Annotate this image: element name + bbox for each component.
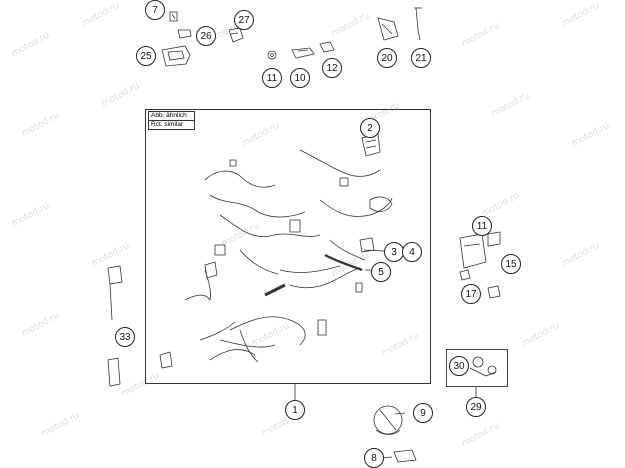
- callout-8[interactable]: 8: [364, 448, 384, 468]
- callout-30[interactable]: 30: [449, 356, 469, 376]
- part-15-bracket: [459, 233, 487, 269]
- wiring-harness-frame: [145, 109, 431, 384]
- callout-29[interactable]: 29: [466, 397, 486, 417]
- callout-7[interactable]: 7: [145, 0, 165, 20]
- callout-5[interactable]: 5: [371, 262, 391, 282]
- callout-11-top[interactable]: 11: [262, 68, 282, 88]
- callout-15[interactable]: 15: [501, 254, 521, 274]
- callout-1[interactable]: 1: [285, 400, 305, 420]
- part-10-connector: [291, 47, 315, 59]
- part-26-holder: [177, 29, 192, 39]
- part-9-headlight: [373, 405, 403, 435]
- callout-9[interactable]: 9: [413, 403, 433, 423]
- callout-10[interactable]: 10: [290, 68, 310, 88]
- part-27-clamp: [228, 27, 244, 43]
- callout-11-right[interactable]: 11: [472, 216, 492, 236]
- kit-29-frame: [446, 349, 508, 387]
- callout-26[interactable]: 26: [196, 26, 216, 46]
- part-20-bracket: [377, 17, 399, 41]
- part-17-clip-a: [459, 269, 471, 281]
- callout-33[interactable]: 33: [115, 327, 135, 347]
- note-line-en: Rct. similar: [151, 121, 184, 128]
- callout-25[interactable]: 25: [136, 46, 156, 66]
- leader-line-3: [363, 249, 386, 252]
- callout-20[interactable]: 20: [377, 48, 397, 68]
- callout-2[interactable]: 2: [360, 118, 380, 138]
- part-33-sensor-top: [107, 265, 123, 285]
- callout-27[interactable]: 27: [234, 10, 254, 30]
- part-25-bracket: [161, 45, 191, 67]
- part-12-sensor: [319, 41, 335, 53]
- callout-4[interactable]: 4: [402, 242, 422, 262]
- callout-3[interactable]: 3: [384, 242, 404, 262]
- callout-12[interactable]: 12: [322, 58, 342, 78]
- similar-illustration-note: Abb. ähnlich Rct. similar: [148, 111, 195, 130]
- callout-21[interactable]: 21: [411, 48, 431, 68]
- part-11-clip: [487, 231, 501, 247]
- part-1-wiring-harness: [159, 149, 393, 369]
- part-30-components: [469, 356, 497, 377]
- part-33-sensor-bottom: [107, 357, 121, 387]
- part-7-clip: [169, 11, 178, 22]
- part-8-bulb: [393, 449, 417, 463]
- part-11-nut: [267, 50, 277, 60]
- callout-17[interactable]: 17: [461, 284, 481, 304]
- part-17-clip-b: [487, 285, 501, 299]
- part-21-rod: [415, 7, 421, 41]
- note-line-de: Abb. ähnlich: [149, 112, 194, 121]
